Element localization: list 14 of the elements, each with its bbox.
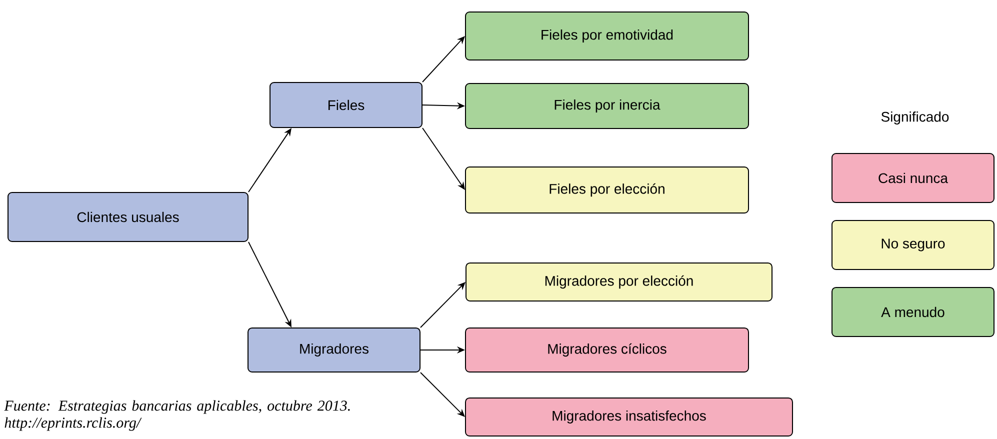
arrow	[420, 372, 465, 417]
process-box: Migradores	[248, 328, 420, 372]
arrow	[422, 36, 465, 82]
process-box: Clientes usuales	[8, 192, 248, 242]
process-box: Migradores cíclicos	[465, 328, 749, 372]
legend-title: Significado	[881, 111, 949, 125]
process-box: Fieles por emotividad	[465, 12, 749, 60]
process-box: Fieles por elección	[465, 166, 749, 214]
process-box: Migradores por elección	[466, 262, 772, 302]
process-box: Fieles	[270, 82, 422, 128]
caption: Fuente: Estrategias bancarias aplicables, octubre 2013. http://eprints.rclis.org/	[4, 400, 350, 431]
arrow	[420, 282, 466, 328]
process-box: Fieles por inercia	[465, 83, 749, 129]
process-box: Migradores insatisfechos	[465, 398, 793, 436]
